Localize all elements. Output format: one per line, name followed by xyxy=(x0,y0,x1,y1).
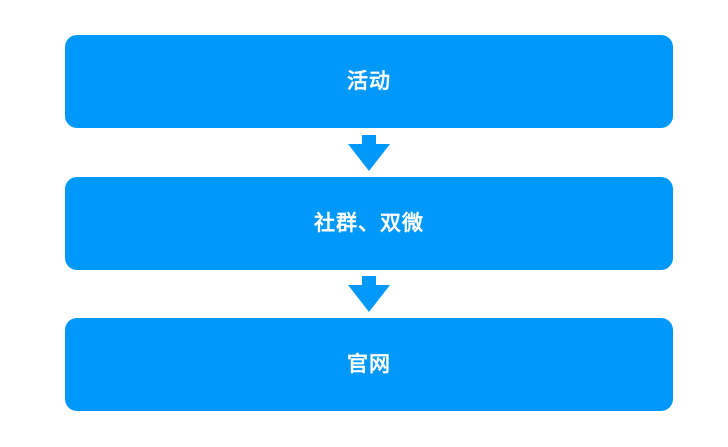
down-arrow-icon xyxy=(348,135,390,171)
flow-node-label: 社群、双微 xyxy=(314,212,424,235)
flow-node-community-social: 社群、双微 xyxy=(65,177,673,270)
flow-node-label: 活动 xyxy=(347,70,391,93)
flow-node-official-website: 官网 xyxy=(65,318,673,411)
flow-node-label: 官网 xyxy=(347,353,391,376)
down-arrow-icon xyxy=(348,276,390,312)
flow-node-activity: 活动 xyxy=(65,35,673,128)
